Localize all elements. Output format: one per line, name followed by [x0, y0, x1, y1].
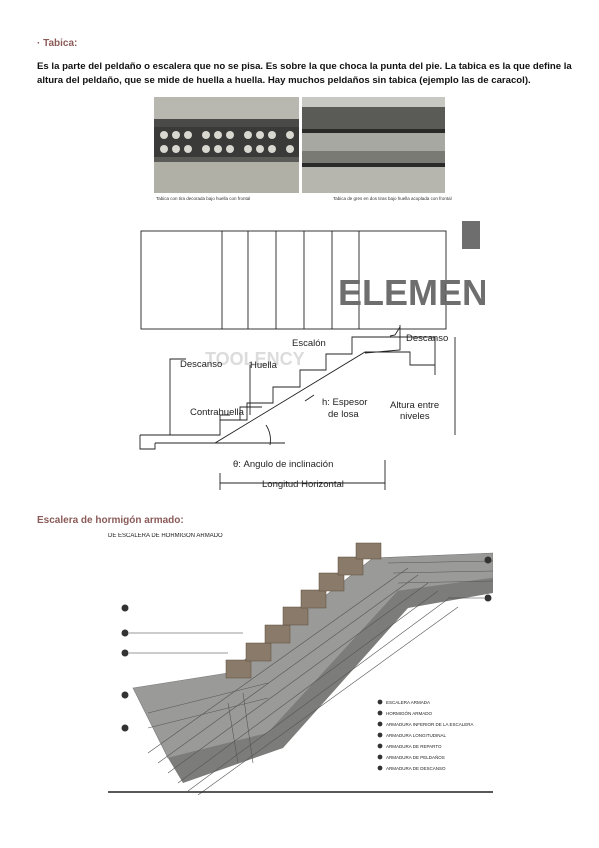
label-escalon: Escalón	[292, 338, 326, 349]
marker-2	[121, 629, 129, 637]
hormigon-heading: Escalera de hormigón armado:	[37, 515, 184, 526]
tabica-paragraph: Es la parte del peldaño o escalera que n…	[37, 60, 572, 88]
tabica-photo-left-caption: Tabica con tira decorada bajo huella con…	[156, 196, 251, 201]
legend-item-1: ESCALERA ARMADA	[386, 700, 430, 705]
tabica-paragraph-line-1: Es la parte del peldaño o escalera que n…	[37, 61, 572, 72]
tabica-photo-right-caption: Tabica de gres en dos tiras bajo huella …	[333, 196, 452, 201]
stair-elevation-frame	[140, 230, 447, 330]
label-altura-2: niveles	[400, 411, 430, 422]
label-descanso-right: Descanso	[406, 333, 448, 344]
marker-5	[121, 724, 129, 732]
legend-item-6: ARMADURA DE PELDAÑOS	[386, 754, 445, 760]
tabica-photo-right-image	[302, 97, 445, 193]
legend-item-4: ARMADURA LONGITUDINAL	[386, 733, 447, 738]
label-altura: Altura entre	[390, 400, 439, 411]
tabica-heading: · Tabica:	[37, 38, 78, 49]
label-espesor-2: de losa	[328, 409, 359, 420]
label-angulo: θ: Angulo de inclinación	[233, 459, 333, 470]
tabica-paragraph-line-2: altura del peldaño, que se mide de huell…	[37, 75, 531, 86]
label-espesor: h: Espesor	[322, 397, 367, 408]
tabica-photo-right	[302, 97, 445, 193]
diagram-overlay-title: ELEMEN	[338, 272, 485, 313]
legend: ESCALERA ARMADA HORMIGÓN ARMADO ARMADURA…	[377, 699, 474, 771]
marker-3	[121, 649, 129, 657]
tabica-photo-left	[154, 97, 299, 193]
stair-diagram: TOOLENCY ELEMEN Descanso Descanso Escaló…	[139, 221, 485, 490]
diagram-overlay-block	[462, 221, 480, 249]
marker-6	[484, 556, 492, 564]
label-longitud: Longitud Horizontal	[262, 479, 344, 490]
legend-item-3: ARMADURA INFERIOR DE LA ESCALERA	[386, 722, 474, 727]
legend-item-7: ARMADURA DE DESCANSO	[386, 766, 446, 771]
legend-item-2: HORMIGÓN ARMADO	[386, 710, 433, 716]
marker-1	[121, 604, 129, 612]
stair-profile	[140, 336, 436, 436]
legend-item-5: ARMADURA DE REPARTO	[386, 744, 442, 749]
tabica-photo-left-image	[154, 97, 299, 193]
label-descanso-left: Descanso	[180, 359, 222, 370]
hormigon-figure: DE ESCALERA DE HORMIGÓN ARMADO	[108, 533, 493, 795]
label-huella: Huella	[250, 360, 278, 371]
label-contrahuella: Contrahuella	[190, 407, 245, 418]
hormigon-illustration: ESCALERA ARMADA HORMIGÓN ARMADO ARMADURA…	[108, 542, 493, 795]
marker-4	[121, 691, 129, 699]
hormigon-figure-title: DE ESCALERA DE HORMIGÓN ARMADO	[108, 533, 223, 539]
marker-7	[484, 594, 492, 602]
diagram-watermark: TOOLENCY	[205, 349, 305, 369]
